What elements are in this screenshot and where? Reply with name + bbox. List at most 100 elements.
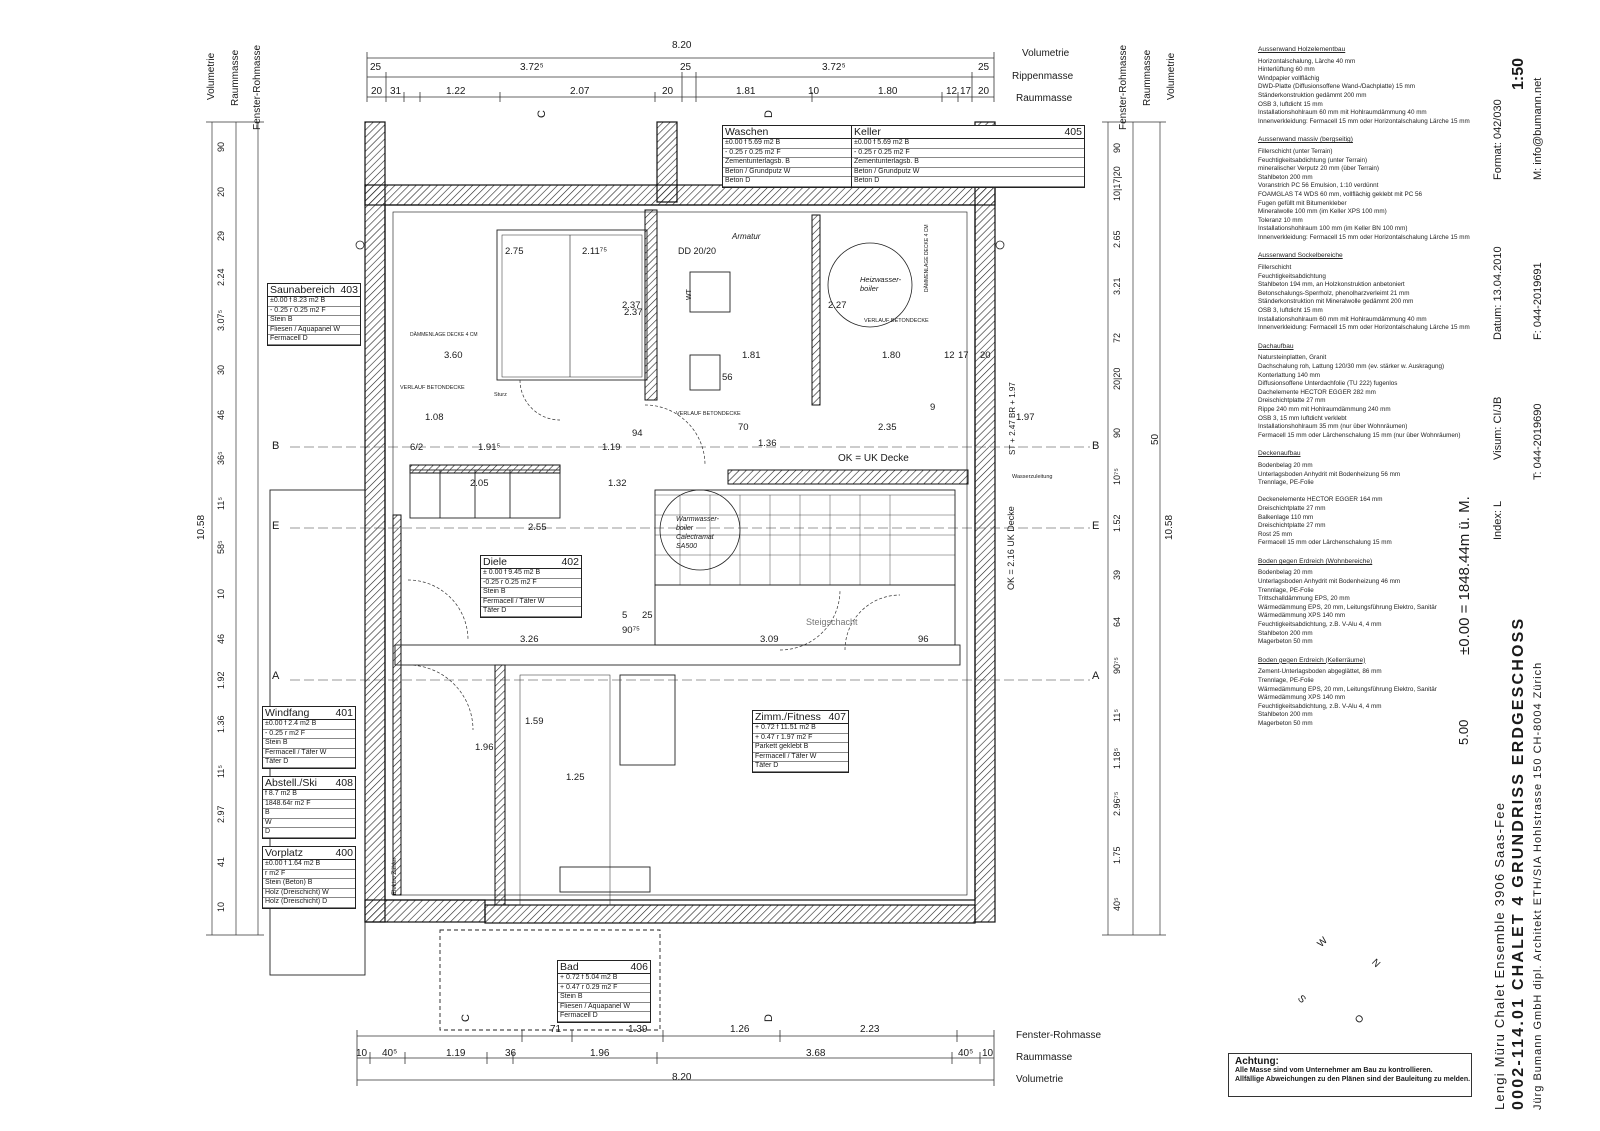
notes-line: Installationshohlraum 100 mm (im Keller … <box>1258 225 1408 233</box>
inner-dim: 1.36 <box>758 438 777 449</box>
annotation-dd: DD 20/20 <box>678 246 717 256</box>
notes-line: Natursteinplatten, Granit <box>1258 354 1327 362</box>
room-spec-row: r m2 F <box>263 870 355 879</box>
room-number: 407 <box>828 711 846 723</box>
dim-label: 2.96⁷⁵ <box>1112 791 1122 817</box>
dim-label: 30 <box>216 365 226 376</box>
annotation-st-br: ST + 2.47 BR + 1.97 <box>1008 382 1017 455</box>
notes-line: OSB 3, luftdicht 15 mm <box>1258 100 1323 108</box>
notes-line: Rippe 240 mm mit Hohlraumdämmung 240 mm <box>1258 405 1391 413</box>
notes-line: Horizontalschalung, Lärche 40 mm <box>1258 57 1356 65</box>
room-spec-row: Beton D <box>852 177 1084 187</box>
notes-line: Stahlbeton 200 mm <box>1258 629 1313 637</box>
inner-dim: 1.80 <box>882 350 901 361</box>
room-spec-row: - 0.25 r 0.25 m2 F <box>723 149 955 158</box>
room-spec-row: Täfer D <box>263 758 355 768</box>
dimension-lines <box>211 57 1161 1081</box>
dim-top-r1-0: 25 <box>370 62 382 73</box>
room-spec-row: ±0.00 f 5.69 m2 B <box>852 139 1084 149</box>
notes-line: Feuchtigkeitsabdichtung (unter Terrain) <box>1258 156 1368 164</box>
room-number: 403 <box>340 284 358 296</box>
notes-line: DWD-Platte (Diffusionsoffene Wand-/Dachp… <box>1258 83 1416 91</box>
section-mark-e-left: E <box>272 520 280 532</box>
notes-line: Trennlage, PE-Folie <box>1258 586 1314 594</box>
notes-line: Fillerschicht <box>1258 264 1292 272</box>
title-fax: F: 044-2019691 <box>1532 262 1544 340</box>
notes-line: Ständerkonstruktion mit Mineralwolle ged… <box>1258 298 1414 306</box>
notes-line: Wärmedämmung EPS, 20 mm, Leitungsführung… <box>1258 685 1437 693</box>
inner-dim: 1.97 <box>1016 412 1035 423</box>
title-block: Lengi Müru Chalet Ensemble 3906 Saas-Fee… <box>1476 10 1600 1120</box>
inner-dim: 2.37 <box>624 307 643 318</box>
notes-line: Toleranz 10 mm <box>1258 216 1303 224</box>
notes-line: Balkenlage 110 mm <box>1258 513 1314 521</box>
dim-label: 1.52 <box>1112 514 1122 533</box>
room-spec-row: Holz (Dreischicht) W <box>263 889 355 898</box>
section-mark-a-left: A <box>272 670 280 682</box>
annotation-daemm-2: DÄMMENLAGE DECKE 4 CM <box>924 224 930 292</box>
dim-top-r2-2: 1.22 <box>446 86 466 97</box>
notes-section-title: Boden gegen Erdreich (Kellerräume) <box>1258 656 1366 664</box>
notes-line: Installationshohlraum 60 mm mit Hohlraum… <box>1258 109 1427 117</box>
annotation-sturz: Sturz <box>494 392 507 398</box>
inner-dim: 1.25 <box>566 772 585 783</box>
floor-plan <box>206 52 1166 1086</box>
room-spec-row: ±0.00 f 1.64 m2 B <box>263 860 355 870</box>
notes-line: Zement-Unterlagsboden abgeglättet, 86 mm <box>1258 668 1382 676</box>
inner-dim: 2.35 <box>878 422 897 433</box>
notes-line: Feuchtigkeitsabdichtung <box>1258 272 1326 280</box>
title-index: Index: L <box>1492 500 1504 540</box>
title-format: Format: 042/030 <box>1492 99 1504 180</box>
dim-top-r2-9: 17 <box>960 86 972 97</box>
section-mark-c-top: C <box>536 110 548 118</box>
inner-dim: 1.32 <box>608 478 627 489</box>
room-spec-row: Täfer D <box>753 762 848 772</box>
notes-line: Diffusionsoffene Unterdachfolie (TU 222)… <box>1258 380 1398 388</box>
dim-bottom-r2-2: 1.26 <box>730 1024 750 1035</box>
dim-top-r1-1: 3.72⁵ <box>520 62 544 73</box>
inner-dim: 5 <box>622 610 628 621</box>
inner-dim: 2.75 <box>505 246 524 257</box>
dim-label-volumetrie-bottom: Volumetrie <box>1016 1074 1064 1085</box>
inner-dim: 1.81 <box>742 350 761 361</box>
dim-label: 2.97 <box>216 805 226 823</box>
room-name: Diele <box>483 556 507 568</box>
room-spec-row: -0.25 r 0.25 m2 F <box>481 579 581 588</box>
notes-line: Mineralwolle 100 mm (im Keller XPS 100 m… <box>1258 208 1387 216</box>
room-name: Saunabereich <box>270 284 335 296</box>
dim-bottom-r1-6: 40⁵ <box>958 1048 974 1059</box>
annotation-ok-216: OK = 2.16 UK Decke <box>1006 506 1016 590</box>
title-project: Lengi Müru Chalet Ensemble 3906 Saas-Fee <box>1492 801 1507 1110</box>
inner-dim: 3.09 <box>760 634 779 645</box>
room-spec-row: Stein B <box>268 316 360 326</box>
annotation-wt: WT <box>686 289 693 300</box>
dim-label: 10⁷⁵ <box>1112 467 1122 485</box>
annotation-verlauf-3: VERLAUF BETONDECKE <box>864 318 929 324</box>
room-spec-row: ±0.00 f 8.23 m2 B <box>268 297 360 307</box>
dim-label-raummasse-bottom: Raummasse <box>1016 1052 1073 1063</box>
room-spec-row: ±0.00 f 5.69 m2 B <box>723 139 955 149</box>
notes-line: Feuchtigkeitsabdichtung, z.B. V-Alu 4, 4… <box>1258 621 1382 629</box>
notes-line: Voranstrich PC 56 Emulsion, 1:10 verdünn… <box>1258 182 1379 190</box>
room-number: 402 <box>561 556 579 568</box>
room-number: 400 <box>335 847 353 859</box>
room-spec-row: - 0.25 r 0.25 m2 F <box>268 307 360 316</box>
dim-label: 11⁵ <box>216 496 226 510</box>
notes-line: Hinterlüftung 60 mm <box>1258 66 1315 74</box>
room-spec-row: + 0.47 r 1.97 m2 F <box>753 734 848 743</box>
achtung-line-1: Alle Masse sind vom Unternehmer am Bau z… <box>1235 1067 1433 1074</box>
notes-line: Betonschalungs-Sperrholz, phenolharzverl… <box>1258 289 1410 297</box>
room-spec-row: Fermacell D <box>558 1012 650 1022</box>
room-spec-row: Zementunterlagsb. B <box>852 158 1084 168</box>
section-mark-e-right: E <box>1092 520 1100 532</box>
room-spec-row: Fermacell D <box>268 335 360 345</box>
dim-label: 2.24 <box>216 268 226 286</box>
dim-label: 20 <box>216 186 226 197</box>
notes-line: Dreischichtplatte 27 mm <box>1258 504 1326 512</box>
notes-line: Feuchtigkeitsabdichtung, z.B. V-Alu 4, 4… <box>1258 702 1382 710</box>
dim-label: 64 <box>1112 616 1122 627</box>
room-spec-row: Fermacell / Täfer W <box>753 753 848 762</box>
